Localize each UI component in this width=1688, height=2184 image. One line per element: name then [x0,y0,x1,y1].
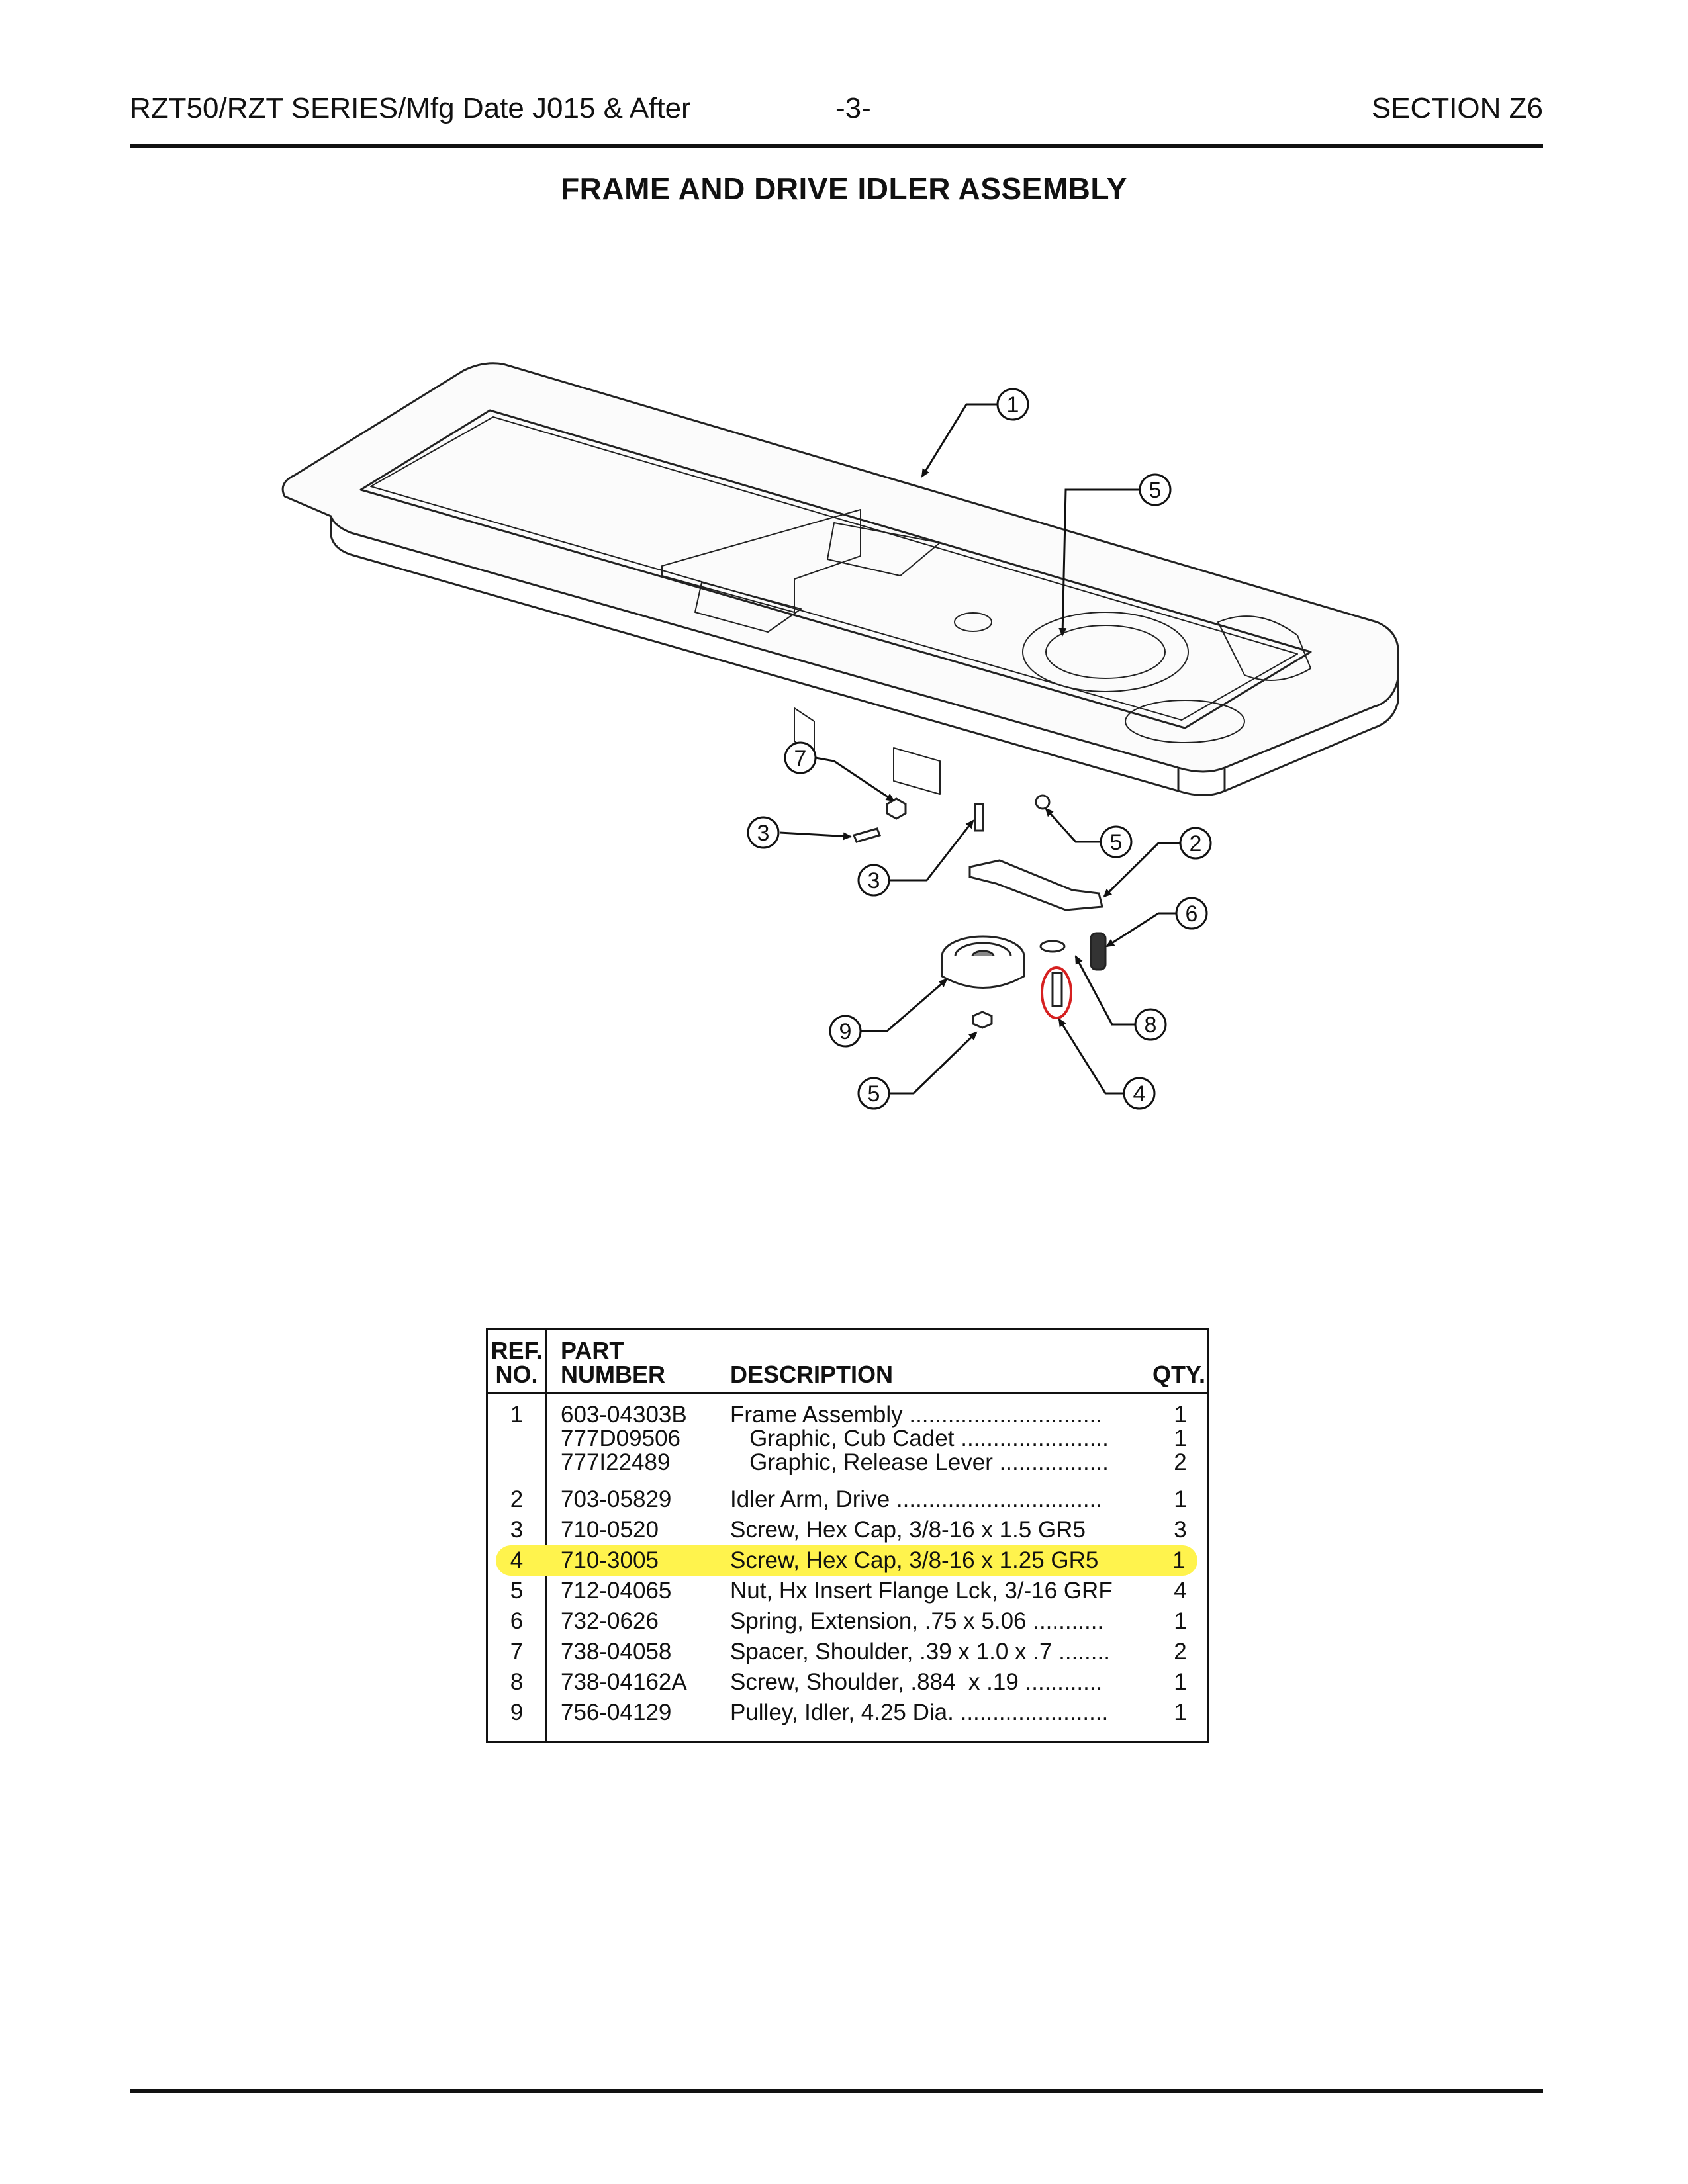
svg-text:9: 9 [839,1019,852,1044]
svg-text:8: 8 [1145,1013,1157,1038]
table-row: 777I22489 Graphic, Release Lever .......… [561,1449,1187,1475]
svg-text:3: 3 [868,868,880,893]
callout-4: 4 [1123,1077,1156,1110]
callout-9: 9 [829,1015,862,1048]
callout-6: 6 [1175,897,1208,930]
header-page-number: -3- [835,92,871,124]
spring-part [1090,932,1107,971]
table-column-divider [545,1330,547,1741]
svg-text:3: 3 [757,821,770,846]
frame-assembly-drawing [281,362,1399,796]
header-rule [130,144,1543,148]
table-row: 777D09506 Graphic, Cub Cadet ...........… [561,1426,1187,1451]
svg-text:2: 2 [1190,831,1202,856]
svg-text:5: 5 [1110,830,1123,855]
screw-part-left [852,827,882,843]
header-section: SECTION Z6 [1371,92,1543,124]
callout-leaders [779,403,1180,1095]
callout-5-bottom: 5 [857,1077,890,1110]
header-description: DESCRIPTION [730,1361,894,1388]
callout-2: 2 [1179,827,1212,860]
hardware-parts [852,794,1107,1029]
svg-text:7: 7 [794,746,807,771]
header-part-number: PART NUMBER [561,1337,665,1388]
svg-text:4: 4 [1133,1081,1146,1107]
exploded-diagram: 1 5 7 3 5 2 3 6 9 8 5 4 [281,362,1399,1110]
callouts: 1 5 7 3 5 2 3 6 9 8 5 4 [747,388,1212,1110]
nut-part-upper [1035,794,1051,810]
header-model: RZT50/RZT SERIES/Mfg Date J015 & After [130,92,691,124]
callout-3-center: 3 [857,864,890,897]
svg-text:5: 5 [868,1081,880,1107]
callout-8: 8 [1134,1008,1167,1041]
spacer-shoulder-part [886,797,907,820]
svg-text:1: 1 [1007,392,1019,418]
header-qty: QTY. [1152,1361,1205,1388]
callout-3-left: 3 [747,816,780,849]
spacer-part [1039,940,1066,953]
nut-part-lower [972,1011,993,1029]
callout-5-top: 5 [1139,473,1172,506]
header-ref-no: REF. NO. [491,1337,543,1388]
callout-1: 1 [996,388,1029,421]
page-title: FRAME AND DRIVE IDLER ASSEMBLY [561,171,1127,206]
footer-rule [130,2089,1543,2093]
screw-part-center [974,803,984,832]
callout-7: 7 [784,741,817,774]
table-header-rule [488,1392,1207,1394]
callout-5-mid: 5 [1100,825,1133,858]
idler-arm-part [968,859,1103,911]
svg-text:6: 6 [1186,901,1198,927]
svg-text:5: 5 [1149,478,1162,503]
screw-part-lower [1051,972,1063,1007]
highlight-circle [1041,966,1072,1019]
